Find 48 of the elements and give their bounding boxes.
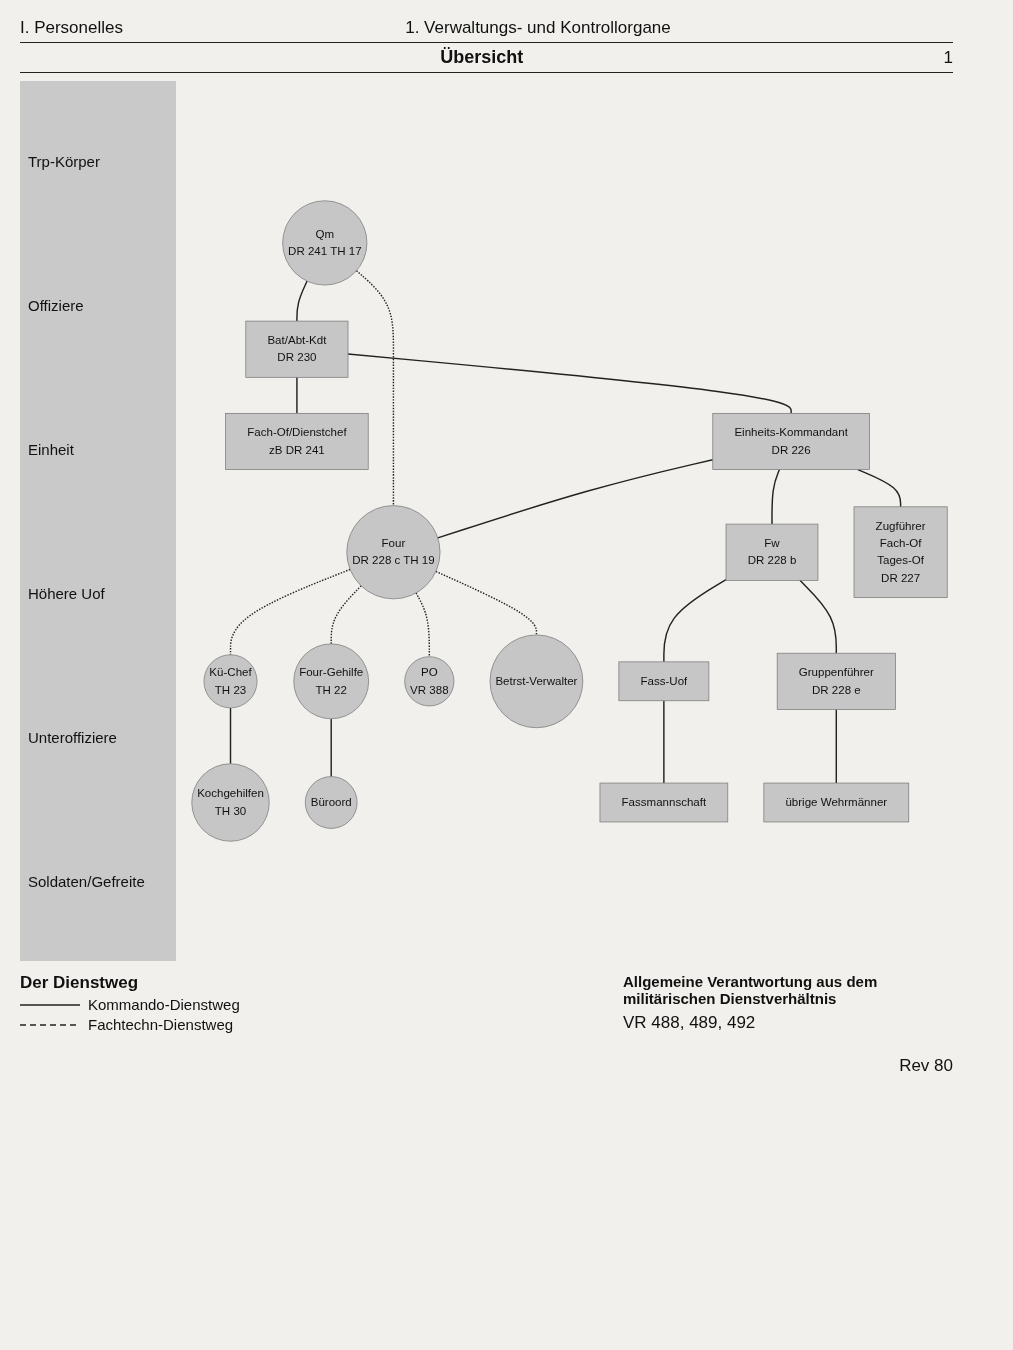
node-circle: Kü-Chef TH 23 bbox=[203, 654, 258, 709]
node-circle: Betrst-Verwalter bbox=[489, 634, 584, 729]
connector bbox=[663, 700, 665, 784]
reference-text: VR 488, 489, 492 bbox=[623, 1013, 757, 1033]
connector bbox=[355, 269, 395, 507]
rank-label: Offiziere bbox=[28, 295, 85, 316]
node-box: Fach-Of/Dienstchef zB DR 241 bbox=[225, 412, 369, 470]
rank-label: Höhere Uof bbox=[28, 583, 106, 604]
connector bbox=[771, 468, 781, 525]
title: Übersicht bbox=[440, 47, 524, 68]
connector bbox=[799, 579, 837, 654]
node-box: Gruppenführer DR 228 e bbox=[776, 652, 896, 710]
legend-text: Fachtechn-Dienstweg bbox=[88, 1016, 234, 1033]
connector bbox=[330, 585, 362, 645]
node-box: Einheits-Kommandant DR 226 bbox=[712, 412, 870, 470]
section-heading: I. Personelles bbox=[20, 18, 123, 38]
rank-label: Trp-Körper bbox=[28, 151, 101, 172]
connector bbox=[296, 280, 308, 322]
chapter-heading: 1. Verwaltungs- und Kontrollorgane bbox=[405, 18, 671, 38]
connector bbox=[229, 707, 232, 765]
connector bbox=[347, 353, 792, 415]
rank-label: Einheit bbox=[28, 439, 75, 460]
node-circle: Büroord bbox=[304, 776, 358, 829]
rank-label: Soldaten/Gefreite bbox=[28, 871, 146, 892]
connector bbox=[835, 708, 837, 784]
node-box: Fassmannschaft bbox=[599, 782, 729, 823]
legend-text: Kommando-Dienstweg bbox=[88, 996, 240, 1013]
connector bbox=[296, 376, 298, 415]
node-circle: Qm DR 241 TH 17 bbox=[282, 200, 368, 286]
node-circle: Four-Gehilfe TH 22 bbox=[293, 643, 369, 720]
node-circle: Four DR 228 c TH 19 bbox=[346, 505, 441, 600]
node-box: übrige Wehrmänner bbox=[763, 782, 910, 823]
connector bbox=[330, 718, 332, 778]
note-text: Allgemeine Verantwortung aus dem militärischen Dienstverhältnis bbox=[623, 973, 879, 1007]
legend-heading: Der Dienstweg bbox=[20, 973, 140, 993]
node-circle: PO VR 388 bbox=[404, 656, 455, 707]
connector bbox=[663, 579, 727, 663]
connector bbox=[437, 458, 714, 539]
node-box: Fw DR 228 b bbox=[725, 523, 819, 581]
node-box: Fass-Uof bbox=[618, 661, 710, 702]
rank-label: Unteroffiziere bbox=[28, 727, 118, 748]
page-number: 1 bbox=[943, 48, 953, 68]
revision-label: Rev 80 bbox=[899, 1056, 953, 1075]
connector bbox=[415, 592, 431, 658]
node-box: Bat/Abt-Kdt DR 230 bbox=[245, 320, 349, 378]
connector bbox=[857, 468, 902, 508]
node-circle: Kochgehilfen TH 30 bbox=[191, 763, 270, 842]
node-box: Zugführer Fach-Of Tages-Of DR 227 bbox=[853, 506, 948, 598]
